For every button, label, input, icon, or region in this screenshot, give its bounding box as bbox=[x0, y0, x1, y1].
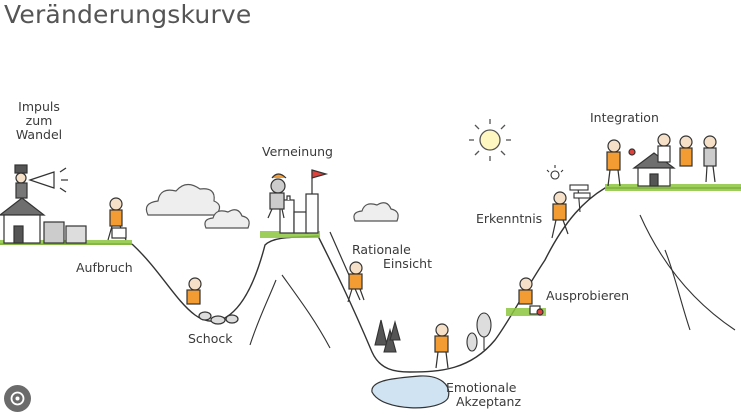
label-emotionale-line1: Emotionale bbox=[446, 380, 517, 395]
lens-button[interactable] bbox=[4, 385, 31, 412]
house-icon bbox=[632, 152, 676, 187]
label-integration: Integration bbox=[590, 110, 659, 125]
label-emotionale-line2: Akzeptanz bbox=[456, 394, 522, 409]
figure-erkenntnis bbox=[551, 191, 569, 239]
cloud-icon bbox=[204, 209, 250, 229]
label-impuls: Impuls zum Wandel bbox=[10, 100, 68, 142]
label-rationale: Rationale Einsicht bbox=[352, 243, 432, 271]
megaphone-icon bbox=[28, 171, 55, 189]
label-verneinung: Verneinung bbox=[262, 144, 333, 159]
sun-icon bbox=[469, 119, 511, 161]
lake bbox=[371, 375, 450, 409]
label-erkenntnis: Erkenntnis bbox=[476, 211, 543, 226]
label-rationale-line1: Rationale bbox=[352, 242, 411, 257]
figure-akzeptanz bbox=[434, 323, 449, 369]
diagram-title: Veränderungskurve bbox=[4, 0, 252, 29]
figure-integration bbox=[606, 139, 636, 187]
label-emotionale: Emotionale Akzeptanz bbox=[446, 381, 521, 409]
figure-schock bbox=[186, 277, 239, 325]
label-impuls-line3: Wandel bbox=[15, 127, 63, 142]
flag-icon bbox=[311, 169, 329, 194]
tree-icon bbox=[374, 319, 401, 353]
group-people bbox=[657, 133, 717, 183]
signpost-icon bbox=[569, 184, 591, 213]
cloud-icon bbox=[353, 202, 399, 222]
knight-icon bbox=[267, 173, 287, 219]
castle-icon bbox=[279, 193, 319, 234]
lightbulb-icon bbox=[546, 165, 564, 180]
label-impuls-line2: zum bbox=[25, 113, 53, 128]
figure-rationale bbox=[329, 231, 365, 303]
figure-aufbruch bbox=[107, 197, 127, 241]
tree-icon bbox=[466, 312, 492, 352]
house-icon bbox=[0, 197, 87, 244]
megaphone-figure bbox=[14, 164, 68, 199]
label-impuls-line1: Impuls bbox=[18, 99, 60, 114]
label-aufbruch: Aufbruch bbox=[76, 260, 133, 275]
lens-icon bbox=[10, 391, 25, 406]
cloud-icon bbox=[145, 183, 221, 216]
label-rationale-line2: Einsicht bbox=[383, 256, 432, 271]
label-ausprobieren: Ausprobieren bbox=[546, 288, 630, 303]
figure-ausprobieren bbox=[518, 277, 544, 316]
label-schock: Schock bbox=[188, 331, 233, 346]
